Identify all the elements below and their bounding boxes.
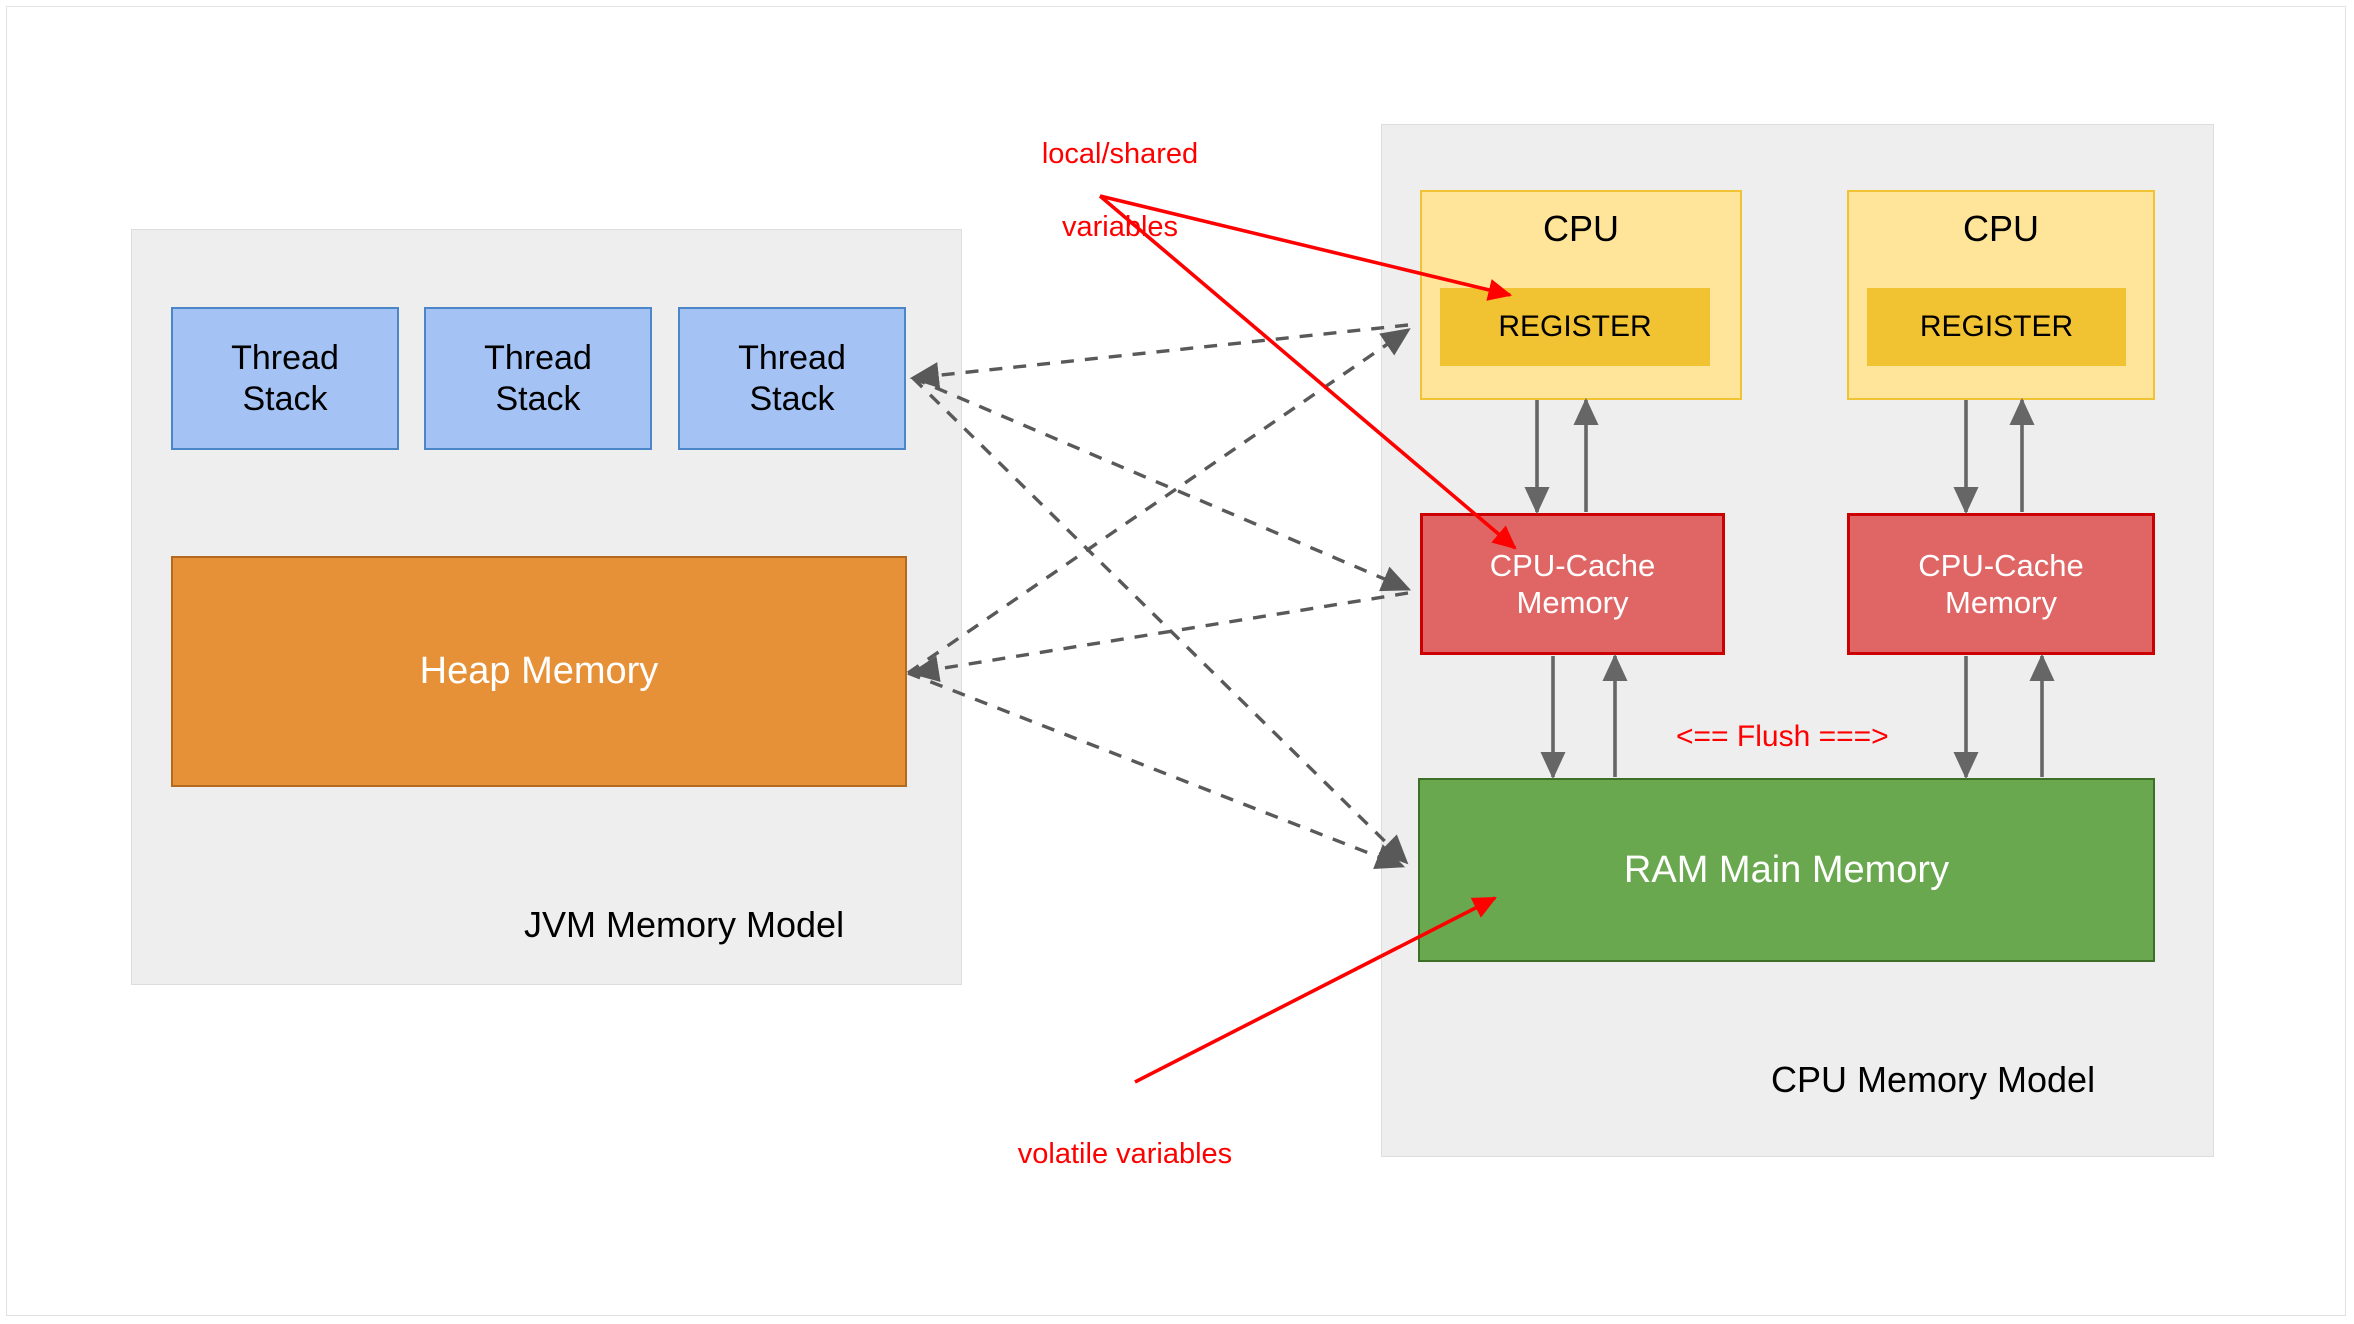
- local-shared-variables-annotation: local/shared variables: [1010, 100, 1230, 245]
- thread-stack-2-line1: Thread: [484, 339, 592, 378]
- flush-label: <== Flush ===>: [1676, 720, 1889, 753]
- cpu-memory-model-label: CPU Memory Model: [1771, 1059, 2096, 1100]
- register-box-1-label: REGISTER: [1498, 310, 1652, 343]
- jvm-memory-model-label: JVM Memory Model: [524, 904, 845, 945]
- thread-stack-1-line1: Thread: [231, 339, 339, 378]
- thread-stack-1-line2: Stack: [242, 379, 328, 418]
- thread-stack-3-line2: Stack: [749, 379, 835, 418]
- heap-memory-label: Heap Memory: [419, 650, 659, 692]
- thread-stack-3[interactable]: Thread Stack: [678, 307, 906, 450]
- register-box-2-label: REGISTER: [1919, 310, 2074, 343]
- cpu-box-1-title: CPU: [1542, 208, 1619, 249]
- heap-memory-box[interactable]: Heap Memory: [171, 556, 907, 787]
- thread-stack-2-label: Thread Stack: [484, 338, 592, 418]
- local-shared-variables-line1: local/shared: [1041, 138, 1199, 171]
- cpu-cache-box-2-label: CPU-Cache Memory: [1918, 547, 2083, 621]
- cpu-cache-box-2-line2: Memory: [1945, 585, 2057, 620]
- cpu-cache-box-2-line1: CPU-Cache: [1918, 547, 2084, 583]
- cpu-cache-box-1-line2: Memory: [1516, 585, 1629, 620]
- cpu-box-2[interactable]: CPU REGISTER: [1847, 190, 2155, 400]
- ram-main-memory-label: RAM Main Memory: [1623, 848, 1950, 891]
- volatile-variables-label: volatile variables: [1017, 1138, 1233, 1171]
- volatile-variables-annotation: volatile variables: [1000, 1100, 1250, 1173]
- cpu-cache-box-1[interactable]: CPU-Cache Memory: [1420, 513, 1725, 655]
- local-shared-variables-line2: variables: [1061, 210, 1179, 243]
- cpu-cache-box-2[interactable]: CPU-Cache Memory: [1847, 513, 2155, 655]
- thread-stack-1[interactable]: Thread Stack: [171, 307, 399, 450]
- thread-stack-1-label: Thread Stack: [231, 338, 339, 418]
- cpu-box-1[interactable]: CPU REGISTER: [1420, 190, 1742, 400]
- ram-main-memory-box[interactable]: RAM Main Memory: [1418, 778, 2155, 962]
- thread-stack-2-line2: Stack: [495, 379, 581, 418]
- register-box-2[interactable]: REGISTER: [1867, 288, 2126, 366]
- cpu-cache-box-1-line1: CPU-Cache: [1489, 547, 1656, 583]
- cpu-box-2-title: CPU: [1962, 208, 2039, 249]
- thread-stack-3-line1: Thread: [738, 339, 846, 378]
- thread-stack-3-label: Thread Stack: [738, 338, 846, 418]
- thread-stack-2[interactable]: Thread Stack: [424, 307, 652, 450]
- register-box-1[interactable]: REGISTER: [1440, 288, 1710, 366]
- cpu-cache-box-1-label: CPU-Cache Memory: [1490, 547, 1655, 621]
